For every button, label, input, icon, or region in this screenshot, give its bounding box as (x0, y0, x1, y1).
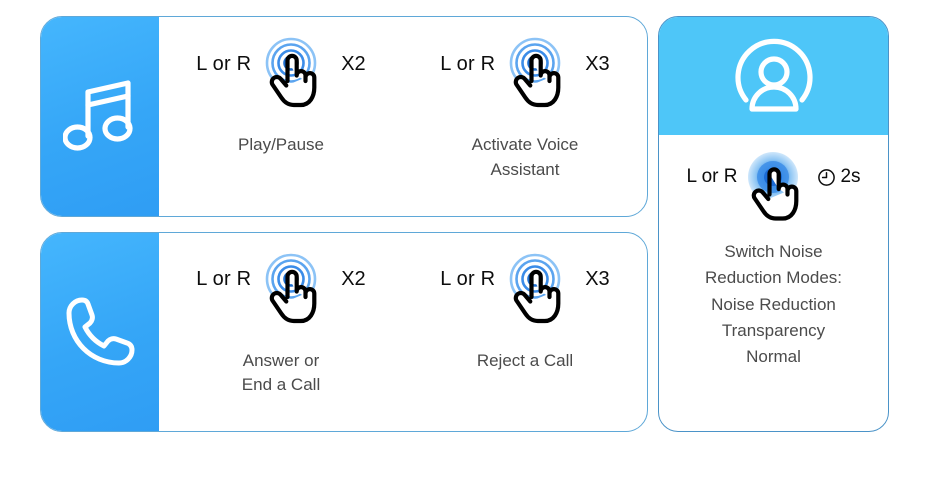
long-press-icon (739, 150, 813, 234)
gesture-caption: Play/Pause (238, 135, 324, 154)
noise-control-caption: Switch Noise Reduction Modes: Noise Redu… (695, 239, 852, 371)
call-icon-panel (41, 232, 159, 431)
earbud-side-label: L or R (196, 52, 252, 75)
caption-line: Switch Noise (724, 242, 823, 261)
gesture-caption: Reject a Call (476, 350, 574, 370)
long-press-duration: 2s (815, 166, 861, 214)
gesture-row: L or R (440, 35, 610, 121)
music-note-icon (63, 74, 137, 158)
earbud-side-label: L or R (440, 52, 496, 75)
phone-handset-icon (59, 291, 141, 373)
gesture-row: L or R (440, 251, 610, 337)
double-tap-icon (257, 37, 331, 121)
noise-control-body: L or R (659, 135, 888, 431)
call-card-body: L or R (159, 233, 647, 432)
longpress-row: L or R (686, 149, 861, 234)
gesture-voice-assistant: L or R (405, 23, 645, 182)
clock-icon (817, 168, 836, 187)
noise-control-header (659, 17, 888, 135)
caption-line: Transparency (721, 321, 826, 341)
duration-label: 2s (840, 166, 861, 187)
music-icon-panel (41, 17, 159, 216)
tap-count-label: X3 (585, 268, 610, 290)
gesture-answer-end-call: L or R (174, 239, 389, 398)
gesture-row: L or R (196, 251, 366, 337)
music-card-body: L or R (159, 17, 647, 216)
gesture-row: L or R (196, 35, 366, 121)
earbud-side-label: L or R (686, 166, 738, 187)
gesture-play-pause: L or R (161, 23, 401, 158)
noise-control-card: L or R (658, 16, 889, 432)
tap-count-label: X2 (341, 52, 366, 75)
double-tap-icon (257, 253, 331, 337)
earbud-side-label: L or R (440, 268, 496, 290)
gesture-reject-call: L or R (418, 239, 633, 374)
earbud-side-label: L or R (196, 268, 252, 290)
triple-tap-icon (501, 253, 575, 337)
caption-line: Normal (746, 347, 801, 367)
person-in-circle-icon (728, 30, 820, 122)
caption-line: Reduction Modes: (704, 268, 843, 288)
tap-count-label: X2 (341, 268, 366, 290)
caption-line: Noise Reduction (711, 294, 836, 314)
music-card: L or R (40, 16, 648, 217)
left-column: L or R (40, 16, 648, 432)
triple-tap-icon (501, 37, 575, 121)
call-card: L or R (40, 231, 648, 432)
tap-count-label: X3 (585, 52, 610, 75)
